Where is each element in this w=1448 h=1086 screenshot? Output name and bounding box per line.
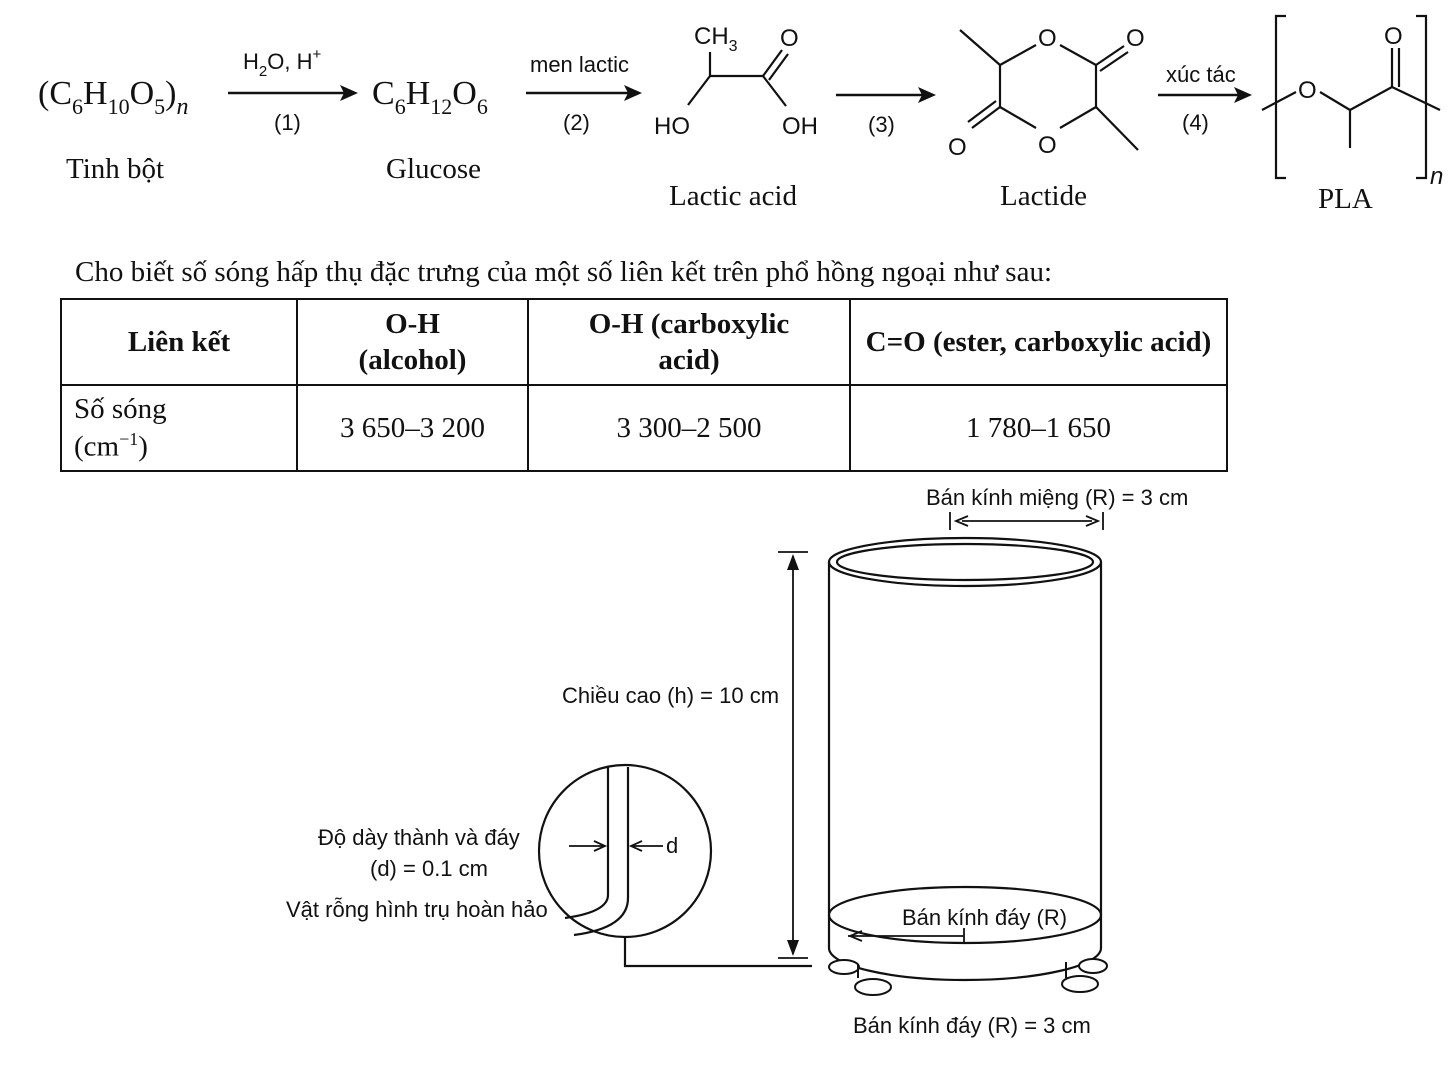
step3-number: (3) [868,112,895,137]
table-header-row: Liên kết O-H (alcohol) O-H (carboxylic a… [60,298,1228,386]
thickness-arrows [569,840,663,852]
cylinder-diagram: Bán kính miệng (R) = 3 cm Chiều cao (h) … [286,485,1188,1038]
header-oh-alcohol: O-H (alcohol) [296,298,529,386]
lactide-o-top: O [1038,25,1057,52]
mouth-radius-label: Bán kính miệng (R) = 3 cm [926,485,1188,510]
step1-number: (1) [274,110,301,135]
lactic-ho: HO [654,113,690,140]
ir-intro-text: Cho biết số sóng hấp thụ đặc trưng của m… [75,256,1053,288]
value-oh-alcohol: 3 650–3 200 [296,384,529,472]
reaction-scheme: (C6H10O5)n Tinh bột H2O, H+ (1) C6H12O6 … [38,14,1443,215]
pla-structure [1261,14,1441,180]
step1-reagent: H2O, H+ [243,46,321,80]
pla-name: PLA [1318,183,1373,215]
height-dimension [778,551,808,959]
hollow-cylinder-label: Vật rỗng hình trụ hoàn hảo [286,897,548,922]
step4-reagent: xúc tác [1166,62,1236,87]
base-radius-label: Bán kính đáy (R) = 3 cm [853,1013,1091,1038]
base-radius-inner-dimension [847,928,965,944]
pla-o-carbonyl: O [1384,23,1403,50]
lactic-name: Lactic acid [669,180,797,212]
lactide-structure [959,29,1139,151]
svg-text:CH3: CH3 [694,23,738,55]
base-radius-inner-label: Bán kính đáy (R) [902,905,1067,930]
lactic-acid-structure [687,49,789,107]
arrow-step-1 [228,85,358,101]
row-label-wavenumber: Số sóng (cm−1) [60,384,298,472]
lactide-name: Lactide [1000,180,1087,212]
lactide-o-carbonyl-right: O [1126,25,1145,52]
glucose-formula: C6H12O6 [372,75,488,119]
glucose-name: Glucose [386,153,481,185]
table-row: Số sóng (cm−1) 3 650–3 200 3 300–2 500 1… [60,384,1228,472]
lactic-ch3: CH [694,23,729,50]
lactide-o-bottom: O [1038,132,1057,159]
header-c-o: C=O (ester, carboxylic acid) [849,298,1228,386]
arrow-step-2 [526,85,642,101]
step2-number: (2) [563,110,590,135]
arrow-step-4 [1158,87,1252,103]
step2-reagent: men lactic [530,52,629,77]
pla-subscript-n: n [1430,163,1443,190]
arrow-step-3 [836,87,936,103]
svg-text:(C6H10O5)n: (C6H10O5)n [38,75,188,120]
thickness-label-2: (d) = 0.1 cm [370,856,488,881]
value-oh-carboxylic: 3 300–2 500 [527,384,851,472]
ir-wavenumber-table: Liên kết O-H (alcohol) O-H (carboxylic a… [60,298,1228,472]
header-bond: Liên kết [60,298,298,386]
lactic-carbonyl-o: O [780,25,799,52]
mouth-radius-dimension [949,512,1104,530]
wall-detail-magnifier [537,763,812,968]
thickness-label-1: Độ dày thành và đáy [318,825,520,850]
starch-formula: (C [38,75,72,112]
cylinder-feet [828,958,1108,996]
d-label: d [666,833,678,858]
header-oh-carboxylic: O-H (carboxylic acid) [527,298,851,386]
starch-name: Tinh bột [66,153,164,185]
pla-o-ester: O [1298,77,1317,104]
step4-number: (4) [1182,110,1209,135]
lactic-oh: OH [782,113,818,140]
lactide-o-carbonyl-left: O [948,134,967,161]
value-c-o: 1 780–1 650 [849,384,1228,472]
height-label: Chiều cao (h) = 10 cm [562,683,779,708]
